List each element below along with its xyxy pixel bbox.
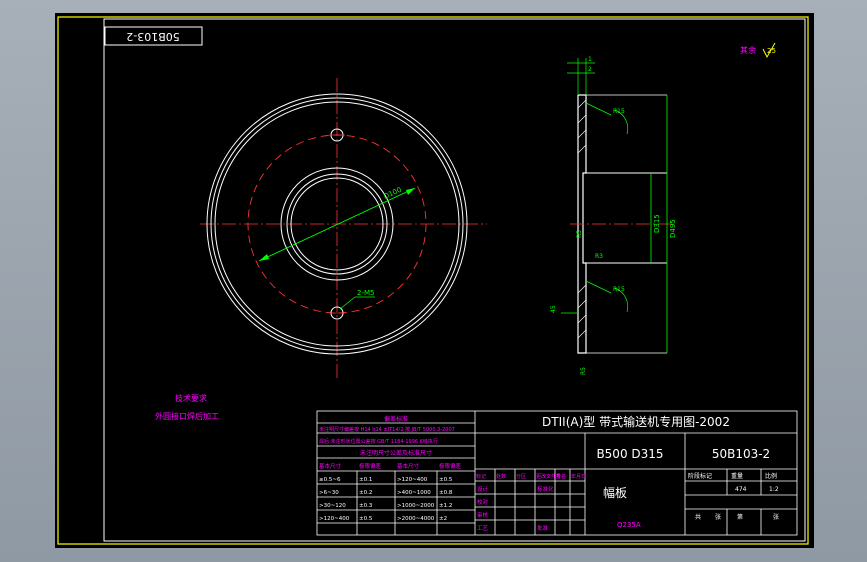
tolerance-note1: 未注明尺寸偏差按 H14 h14 ±IT14/2 按 JB/T 5000.3-2… <box>319 426 455 433</box>
sign-row-label: 审核 <box>477 511 489 519</box>
dim-h1: 1 <box>588 56 592 63</box>
stamp-code: 50B103-2 <box>126 30 180 43</box>
roughness-value: 25 <box>767 47 776 55</box>
tolerance-table: 基本尺寸 极限偏差 基本尺寸 极限偏差 ≥0.5~6 ±0.1 >120~400 ±0.5 >6… <box>319 462 462 522</box>
sign-header: 年月日 <box>571 473 586 480</box>
table-header: 极限偏差 <box>439 462 462 470</box>
sign-header: 签名 <box>556 473 566 480</box>
table-header: 极限偏差 <box>359 462 382 470</box>
part-name: 幅板 <box>603 485 627 500</box>
sheet-label: 共 <box>695 513 701 521</box>
weight-value: 474 <box>735 486 747 493</box>
table-cell: >2000~4000 <box>397 516 435 522</box>
scale-value: 1:2 <box>769 486 779 493</box>
table-header: 基本尺寸 <box>397 462 420 470</box>
table-cell: ±0.1 <box>359 477 372 483</box>
sign-extra: 批准 <box>537 524 549 532</box>
stage-label: 阶段标记 <box>688 472 712 480</box>
sign-extra: 标准化 <box>537 485 554 493</box>
table-cell: ≥0.5~6 <box>319 477 341 483</box>
table-cell: ±2 <box>439 516 447 522</box>
table-cell: ±0.5 <box>439 477 453 483</box>
scale-label: 比例 <box>765 472 777 480</box>
sign-header: 更改文件号 <box>536 473 561 480</box>
dim-r2: R15 <box>613 286 625 293</box>
drawing-viewport[interactable]: 50B103-2 其余 25 D100 2-M5 <box>55 13 814 548</box>
dim-s1: R5 <box>576 230 583 238</box>
table-cell: ±0.3 <box>359 503 373 509</box>
dim-d2: D495 <box>669 219 677 238</box>
page-label: 第 <box>737 513 743 521</box>
dim-c1: 45 <box>550 305 557 313</box>
table-cell: ±1.2 <box>439 503 452 509</box>
material: Q235A <box>617 521 641 529</box>
table-cell: >120~400 <box>397 477 428 483</box>
section-view: 1 2 D315 D495 R15 R15 R3 45 R5 R5 <box>550 56 677 375</box>
table-cell: >1000~2000 <box>397 503 435 509</box>
sign-header: 处数 <box>496 473 506 480</box>
table-cell: >30~120 <box>319 503 346 509</box>
dim-w1: R3 <box>595 253 603 260</box>
weight-label: 重量 <box>731 472 743 480</box>
tolerance-sub: 未注明尺寸公差及标准尺寸 <box>360 449 432 457</box>
sign-header: 标记 <box>476 473 486 480</box>
notes-line1: 外圆接口焊后加工 <box>155 411 219 421</box>
stamp-box <box>104 26 203 46</box>
title-block <box>316 410 798 536</box>
notes-title: 技术要求 <box>175 393 207 403</box>
page-of-label: 张 <box>773 513 779 521</box>
spec: B500 D315 <box>596 447 663 461</box>
signature-table: 标记 处数 分区 更改文件号签名年月日设计校对审核工艺 标准化批准 <box>476 473 586 532</box>
sign-header: 分区 <box>516 473 526 480</box>
sign-row-label: 工艺 <box>477 525 489 532</box>
dim-r1: R15 <box>613 108 625 115</box>
table-cell: ±0.2 <box>359 490 372 496</box>
drawing-number: 50B103-2 <box>712 447 770 461</box>
outer-frame <box>57 16 809 545</box>
sign-row-label: 校对 <box>477 498 489 506</box>
roughness-label: 其余 <box>740 45 756 55</box>
tolerance-note2: 焊后 未注形状位置公差按 GB/T 1184-1996 K级执行 <box>319 438 438 445</box>
table-cell: ±0.8 <box>439 490 453 496</box>
cad-drawing: 50B103-2 其余 25 D100 2-M5 <box>57 16 809 545</box>
dim-h2: 2 <box>588 66 592 73</box>
front-view: D100 2-M5 <box>200 78 487 381</box>
table-header: 基本尺寸 <box>319 462 342 470</box>
sign-row-label: 设计 <box>477 485 489 493</box>
sheet-of-label: 张 <box>715 513 721 521</box>
series-title: DTII(A)型 带式输送机专用图-2002 <box>542 414 730 429</box>
table-cell: >400~1000 <box>397 490 431 496</box>
table-cell: >120~400 <box>319 516 350 522</box>
table-cell: ±0.5 <box>359 516 373 522</box>
dim-bolt: 2-M5 <box>357 289 374 297</box>
dim-c2: R5 <box>580 367 587 375</box>
inner-frame <box>103 18 806 542</box>
dim-d1: D315 <box>653 214 661 233</box>
roughness-symbol-icon <box>762 42 776 59</box>
tolerance-header: 偏差标准 <box>384 415 408 423</box>
table-cell: >6~30 <box>319 490 339 496</box>
